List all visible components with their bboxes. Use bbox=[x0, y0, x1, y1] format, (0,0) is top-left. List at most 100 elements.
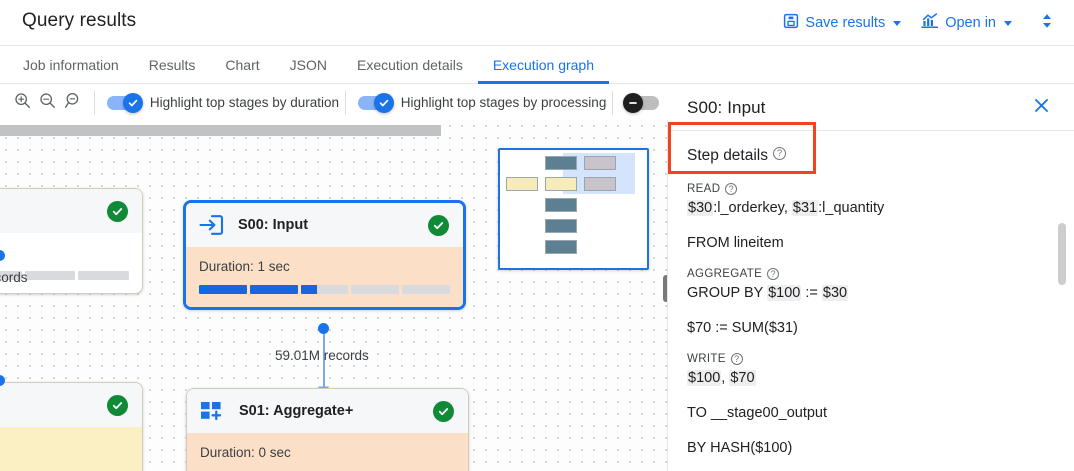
minus-icon bbox=[623, 93, 643, 113]
help-question-icon[interactable]: ? bbox=[725, 183, 738, 195]
minimap-block bbox=[584, 156, 616, 170]
zoom-reset-icon bbox=[64, 92, 81, 114]
detail-aggregate: AGGREGATE ? GROUP BY $100 := $30 bbox=[687, 268, 1054, 304]
node-header bbox=[0, 383, 142, 427]
node-duration bbox=[0, 245, 129, 260]
tab-json[interactable]: JSON bbox=[275, 46, 342, 83]
detail-sum: $70 := SUM($31) bbox=[687, 320, 798, 337]
help-question-icon[interactable]: ? bbox=[767, 268, 780, 281]
tab-label: Job information bbox=[23, 56, 119, 73]
graph-node-s00-input[interactable]: S00: Input Duration: 1 sec bbox=[183, 200, 466, 310]
node-title: S01: Aggregate+ bbox=[239, 403, 354, 419]
toggle-highlight-processing[interactable]: Highlight top stages by processing bbox=[357, 92, 607, 113]
horizontal-scrollbar[interactable] bbox=[0, 125, 441, 136]
check-circle-icon bbox=[428, 214, 449, 236]
panel-divider bbox=[669, 130, 1074, 131]
close-panel-button[interactable] bbox=[1026, 93, 1056, 123]
zoom-out-button[interactable] bbox=[39, 90, 57, 116]
edge-label-offscreen: ecords bbox=[0, 270, 28, 285]
toolbar-divider bbox=[345, 90, 346, 115]
tab-job-information[interactable]: Job information bbox=[8, 46, 134, 83]
bar-segment bbox=[249, 285, 298, 294]
edge-dot bbox=[0, 375, 5, 386]
tab-execution-graph[interactable]: Execution graph bbox=[477, 46, 610, 84]
node-header: S00: Input bbox=[186, 203, 463, 247]
switch-track bbox=[357, 92, 394, 113]
switch-track bbox=[623, 92, 660, 113]
help-question-icon[interactable]: ? bbox=[773, 147, 786, 160]
chevron-down-icon bbox=[893, 20, 902, 26]
tab-results[interactable]: Results bbox=[134, 46, 211, 83]
minimap-block bbox=[545, 240, 577, 254]
detail-value: GROUP BY $100 := $30 bbox=[687, 285, 849, 302]
page-header: Query results Save results bbox=[0, 0, 1074, 46]
tab-label: Results bbox=[148, 56, 196, 73]
edge-dot bbox=[0, 250, 5, 261]
panel-scrollbar[interactable] bbox=[1058, 223, 1066, 285]
panel-title: S00: Input bbox=[687, 98, 766, 117]
detail-value: $30:l_orderkey, $31:l_quantity bbox=[687, 200, 885, 216]
edge-record-count: 59.01M records bbox=[275, 348, 369, 363]
bar-segment bbox=[199, 285, 247, 294]
detail-value: $100, $70 bbox=[687, 370, 756, 387]
minimap[interactable] bbox=[498, 148, 649, 270]
save-results-label: Save results bbox=[805, 15, 886, 31]
check-circle-icon bbox=[107, 394, 128, 416]
detail-key: AGGREGATE ? bbox=[687, 268, 1054, 281]
detail-key: READ ? bbox=[687, 183, 1054, 195]
tab-label: Chart bbox=[225, 56, 260, 73]
node-title: S00: Input bbox=[238, 217, 309, 233]
check-icon bbox=[374, 93, 394, 113]
bar-segment bbox=[0, 271, 22, 280]
edge-dot bbox=[318, 323, 329, 334]
expand-collapse-button[interactable] bbox=[1030, 6, 1064, 40]
save-results-button[interactable]: Save results bbox=[773, 7, 911, 39]
tab-label: JSON bbox=[289, 56, 327, 73]
help-question-icon[interactable]: ? bbox=[730, 353, 743, 366]
toggle-label: Highlight top stages by processing bbox=[400, 95, 607, 110]
step-details-label: Step details bbox=[687, 147, 768, 164]
node-body: Duration: 0 sec bbox=[187, 433, 468, 471]
minimap-block bbox=[506, 177, 538, 191]
node-body bbox=[0, 427, 142, 471]
expand-collapse-icon bbox=[1039, 11, 1055, 36]
minimap-block bbox=[545, 219, 577, 233]
duration-bar bbox=[199, 285, 450, 294]
aggregate-squares-icon bbox=[199, 400, 225, 422]
edge-line bbox=[323, 328, 325, 388]
tab-chart[interactable]: Chart bbox=[210, 46, 274, 83]
detail-key-label: AGGREGATE bbox=[687, 268, 763, 281]
check-circle-icon bbox=[433, 400, 454, 422]
open-in-button[interactable]: Open in bbox=[911, 7, 1022, 39]
bar-segment bbox=[402, 285, 450, 294]
tab-execution-details[interactable]: Execution details bbox=[342, 46, 478, 83]
zoom-reset-button[interactable] bbox=[63, 90, 81, 116]
close-icon bbox=[1033, 97, 1050, 119]
execution-graph-canvas[interactable]: ecords 59.01M records S00: Input bbox=[0, 120, 668, 471]
save-disk-icon bbox=[783, 13, 799, 33]
zoom-out-icon bbox=[39, 92, 56, 114]
node-duration: Duration: 0 sec bbox=[200, 445, 291, 460]
detail-by-hash: BY HASH($100) bbox=[687, 440, 793, 457]
graph-node-offscreen-top[interactable] bbox=[0, 188, 143, 294]
graph-node-s01-aggregate[interactable]: S01: Aggregate+ Duration: 0 sec bbox=[186, 388, 469, 471]
check-icon bbox=[123, 93, 143, 113]
vertical-scrollbar[interactable] bbox=[663, 275, 667, 302]
zoom-in-button[interactable] bbox=[14, 90, 32, 116]
tab-bar: Job information Results Chart JSON Execu… bbox=[0, 46, 1074, 84]
graph-toolbar: Highlight top stages by duration Highlig… bbox=[0, 85, 668, 120]
detail-key: WRITE ? bbox=[687, 353, 1054, 366]
toolbar-divider bbox=[612, 90, 614, 115]
panel-body: Step details ? READ ? $30:l_orderkey, $3… bbox=[669, 131, 1074, 471]
toggle-highlight-duration[interactable]: Highlight top stages by duration bbox=[106, 92, 339, 113]
toggle-third[interactable] bbox=[623, 92, 668, 113]
header-actions: Save results Open in bbox=[773, 0, 1064, 46]
panel-header: S00: Input bbox=[669, 85, 1074, 131]
minimap-block bbox=[545, 177, 577, 191]
open-in-label: Open in bbox=[945, 15, 996, 31]
detail-key-label: READ bbox=[687, 183, 721, 195]
detail-key-label: WRITE bbox=[687, 353, 726, 366]
bar-segment bbox=[24, 271, 76, 280]
graph-node-offscreen-bottom[interactable] bbox=[0, 382, 143, 471]
